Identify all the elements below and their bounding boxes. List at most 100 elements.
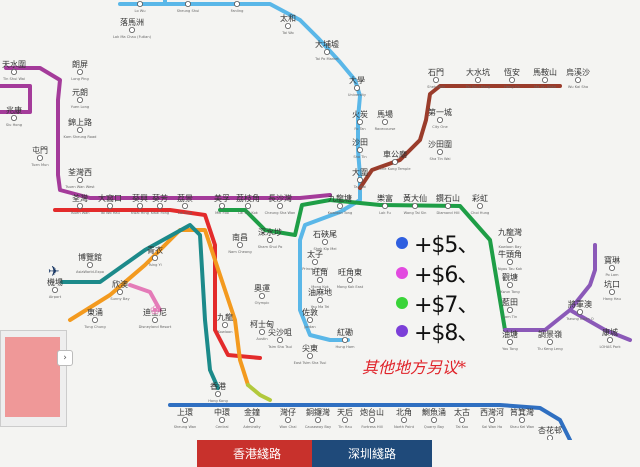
station-dot-racecourse[interactable] xyxy=(381,119,388,126)
station-dot-wu-kai-sha[interactable] xyxy=(575,77,582,84)
west-rail-left xyxy=(0,84,32,114)
station-dot-tseung-kwan-o[interactable] xyxy=(577,308,584,315)
station-dot-kowloon-bay[interactable] xyxy=(506,236,513,243)
station-dot-hang-hau[interactable] xyxy=(609,288,616,295)
station-label-yuen-long: 元朗 xyxy=(72,87,88,97)
station-dot-shek-mun[interactable] xyxy=(432,77,439,84)
station-dot-prince-edward[interactable] xyxy=(311,258,318,265)
station-dot-che-kung-temple[interactable] xyxy=(391,158,398,165)
station-dot-long-ping[interactable] xyxy=(77,69,84,76)
station-dot-tai-wo[interactable] xyxy=(284,22,291,29)
station-dot-north-point[interactable] xyxy=(400,416,407,423)
station-dot-tai-koo[interactable] xyxy=(458,416,465,423)
station-dot-tin-shui-wai[interactable] xyxy=(10,69,17,76)
station-dot-diamond-hill[interactable] xyxy=(444,202,451,209)
station-dot-tai-wai[interactable] xyxy=(356,176,363,183)
station-dot-shau-kei-wan[interactable] xyxy=(519,416,526,423)
station-label-olympic: 奧運 xyxy=(254,283,270,293)
station-dot-lai-king[interactable] xyxy=(181,202,188,209)
south-island-link xyxy=(246,383,272,402)
hong-kong-routes-tab[interactable]: 香港綫路 xyxy=(197,440,317,467)
station-dot-siu-hong[interactable] xyxy=(10,115,17,122)
station-dot-yuen-long[interactable] xyxy=(77,97,84,104)
station-dot-yau-tong[interactable] xyxy=(506,338,513,345)
station-label-yau-ma-tei: 油麻地 xyxy=(308,287,332,297)
station-dot-hung-hom[interactable] xyxy=(341,336,348,343)
station-dot-causeway-bay[interactable] xyxy=(314,416,321,423)
station-dot-heng-on[interactable] xyxy=(508,77,515,84)
station-en-label-kwai-hing: Kwai Hing xyxy=(131,211,149,215)
station-dot-tuen-mun[interactable] xyxy=(37,154,44,161)
station-dot-po-lam[interactable] xyxy=(609,264,616,271)
station-en-label-yuen-long: Yuen Long xyxy=(71,105,89,109)
station-dot-hong-kong[interactable] xyxy=(214,390,221,397)
station-en-label-kam-sheung-road: Kam Sheung Road xyxy=(64,135,97,139)
station-dot-tsing-yi[interactable] xyxy=(151,254,158,261)
station-dot-austin[interactable] xyxy=(258,328,265,335)
station-dot-sunny-bay[interactable] xyxy=(117,288,124,295)
station-dot-yau-ma-tei[interactable] xyxy=(316,296,323,303)
station-dot-olympic[interactable] xyxy=(258,292,265,299)
station-dot-kwai-fong[interactable] xyxy=(156,202,163,209)
station-en-label-quarry-bay: Quarry Bay xyxy=(424,425,445,429)
station-dot-lo-wu[interactable] xyxy=(136,1,143,7)
station-dot-sheung-wan[interactable] xyxy=(181,416,188,423)
minimap-toggle-button[interactable]: › xyxy=(57,350,73,366)
station-dot-shek-kip-mei[interactable] xyxy=(321,238,328,245)
station-dot-kam-sheung-road[interactable] xyxy=(77,127,84,134)
station-dot-ngau-tau-kok[interactable] xyxy=(506,258,513,265)
station-dot-disneyland[interactable] xyxy=(151,316,158,323)
station-dot-tsuen-wan-west[interactable] xyxy=(77,176,84,183)
station-dot-asiaworld-expo[interactable] xyxy=(87,261,94,268)
station-dot-fanling[interactable] xyxy=(233,1,240,7)
station-dot-tiu-keng-leng[interactable] xyxy=(547,338,554,345)
station-dot-mei-foo[interactable] xyxy=(218,202,225,209)
station-dot-mong-kok-east[interactable] xyxy=(346,276,353,283)
station-dot-tung-chung[interactable] xyxy=(92,316,99,323)
station-dot-lai-chi-kok[interactable] xyxy=(244,202,251,209)
station-dot-tai-shui-hang[interactable] xyxy=(474,77,481,84)
station-dot-central[interactable] xyxy=(218,416,225,423)
station-dot-choi-hung[interactable] xyxy=(476,202,483,209)
station-dot-nam-cheong[interactable] xyxy=(236,241,243,248)
station-dot-sha-tin[interactable] xyxy=(356,146,363,153)
station-dot-fortress-hill[interactable] xyxy=(368,416,375,423)
station-dot-sai-wan-ho[interactable] xyxy=(488,416,495,423)
station-dot-jordan[interactable] xyxy=(306,316,313,323)
station-en-label-tai-wo-hau: Tai Wo Hau xyxy=(99,211,120,215)
station-dot-fo-tan[interactable] xyxy=(356,119,363,126)
station-dot-university[interactable] xyxy=(353,85,360,92)
station-dot-lohas-park[interactable] xyxy=(607,336,614,343)
station-dot-sha-tin-wai[interactable] xyxy=(436,148,443,155)
station-dot-kwun-tong[interactable] xyxy=(506,281,513,288)
station-dot-kowloon-tong[interactable] xyxy=(336,202,343,209)
station-dot-tsim-sha-tsui[interactable] xyxy=(276,336,283,343)
station-dot-east-tst[interactable] xyxy=(306,352,313,359)
minimap-thumbnail[interactable] xyxy=(0,330,67,427)
station-en-label-tai-wai: Tai Wai xyxy=(353,185,366,189)
station-dot-kowloon[interactable] xyxy=(221,321,228,328)
station-dot-airport[interactable] xyxy=(52,286,59,293)
station-dot-lok-fu[interactable] xyxy=(381,202,388,209)
station-dot-city-one[interactable] xyxy=(436,117,443,124)
station-dot-cheung-sha-wan[interactable] xyxy=(276,202,283,209)
station-dot-sheung-shui[interactable] xyxy=(184,1,191,7)
station-en-label-po-lam: Po Lam xyxy=(605,273,619,277)
station-dot-kwai-hing[interactable] xyxy=(136,202,143,209)
station-dot-wong-tai-sin[interactable] xyxy=(411,202,418,209)
station-dot-heng-fa-chuen[interactable] xyxy=(547,435,553,440)
station-dot-quarry-bay[interactable] xyxy=(430,416,437,423)
station-dot-tai-po-market[interactable] xyxy=(323,49,330,56)
station-dot-tai-wo-hau[interactable] xyxy=(107,202,114,209)
station-dot-mong-kok[interactable] xyxy=(316,276,323,283)
station-dot-tsuen-wan[interactable] xyxy=(77,202,84,209)
station-dot-lok-ma-chau[interactable] xyxy=(128,26,135,33)
shenzhen-routes-tab[interactable]: 深圳綫路 xyxy=(312,440,432,467)
station-dot-lam-tin[interactable] xyxy=(506,306,513,313)
station-dot-admiralty[interactable] xyxy=(248,416,255,423)
station-dot-ma-on-shan[interactable] xyxy=(542,77,549,84)
station-dot-wan-chai[interactable] xyxy=(284,416,291,423)
station-dot-tin-hau[interactable] xyxy=(341,416,348,423)
station-dot-sham-shui-po[interactable] xyxy=(266,236,273,243)
disney-mickey-icon: ❀ xyxy=(150,303,160,317)
